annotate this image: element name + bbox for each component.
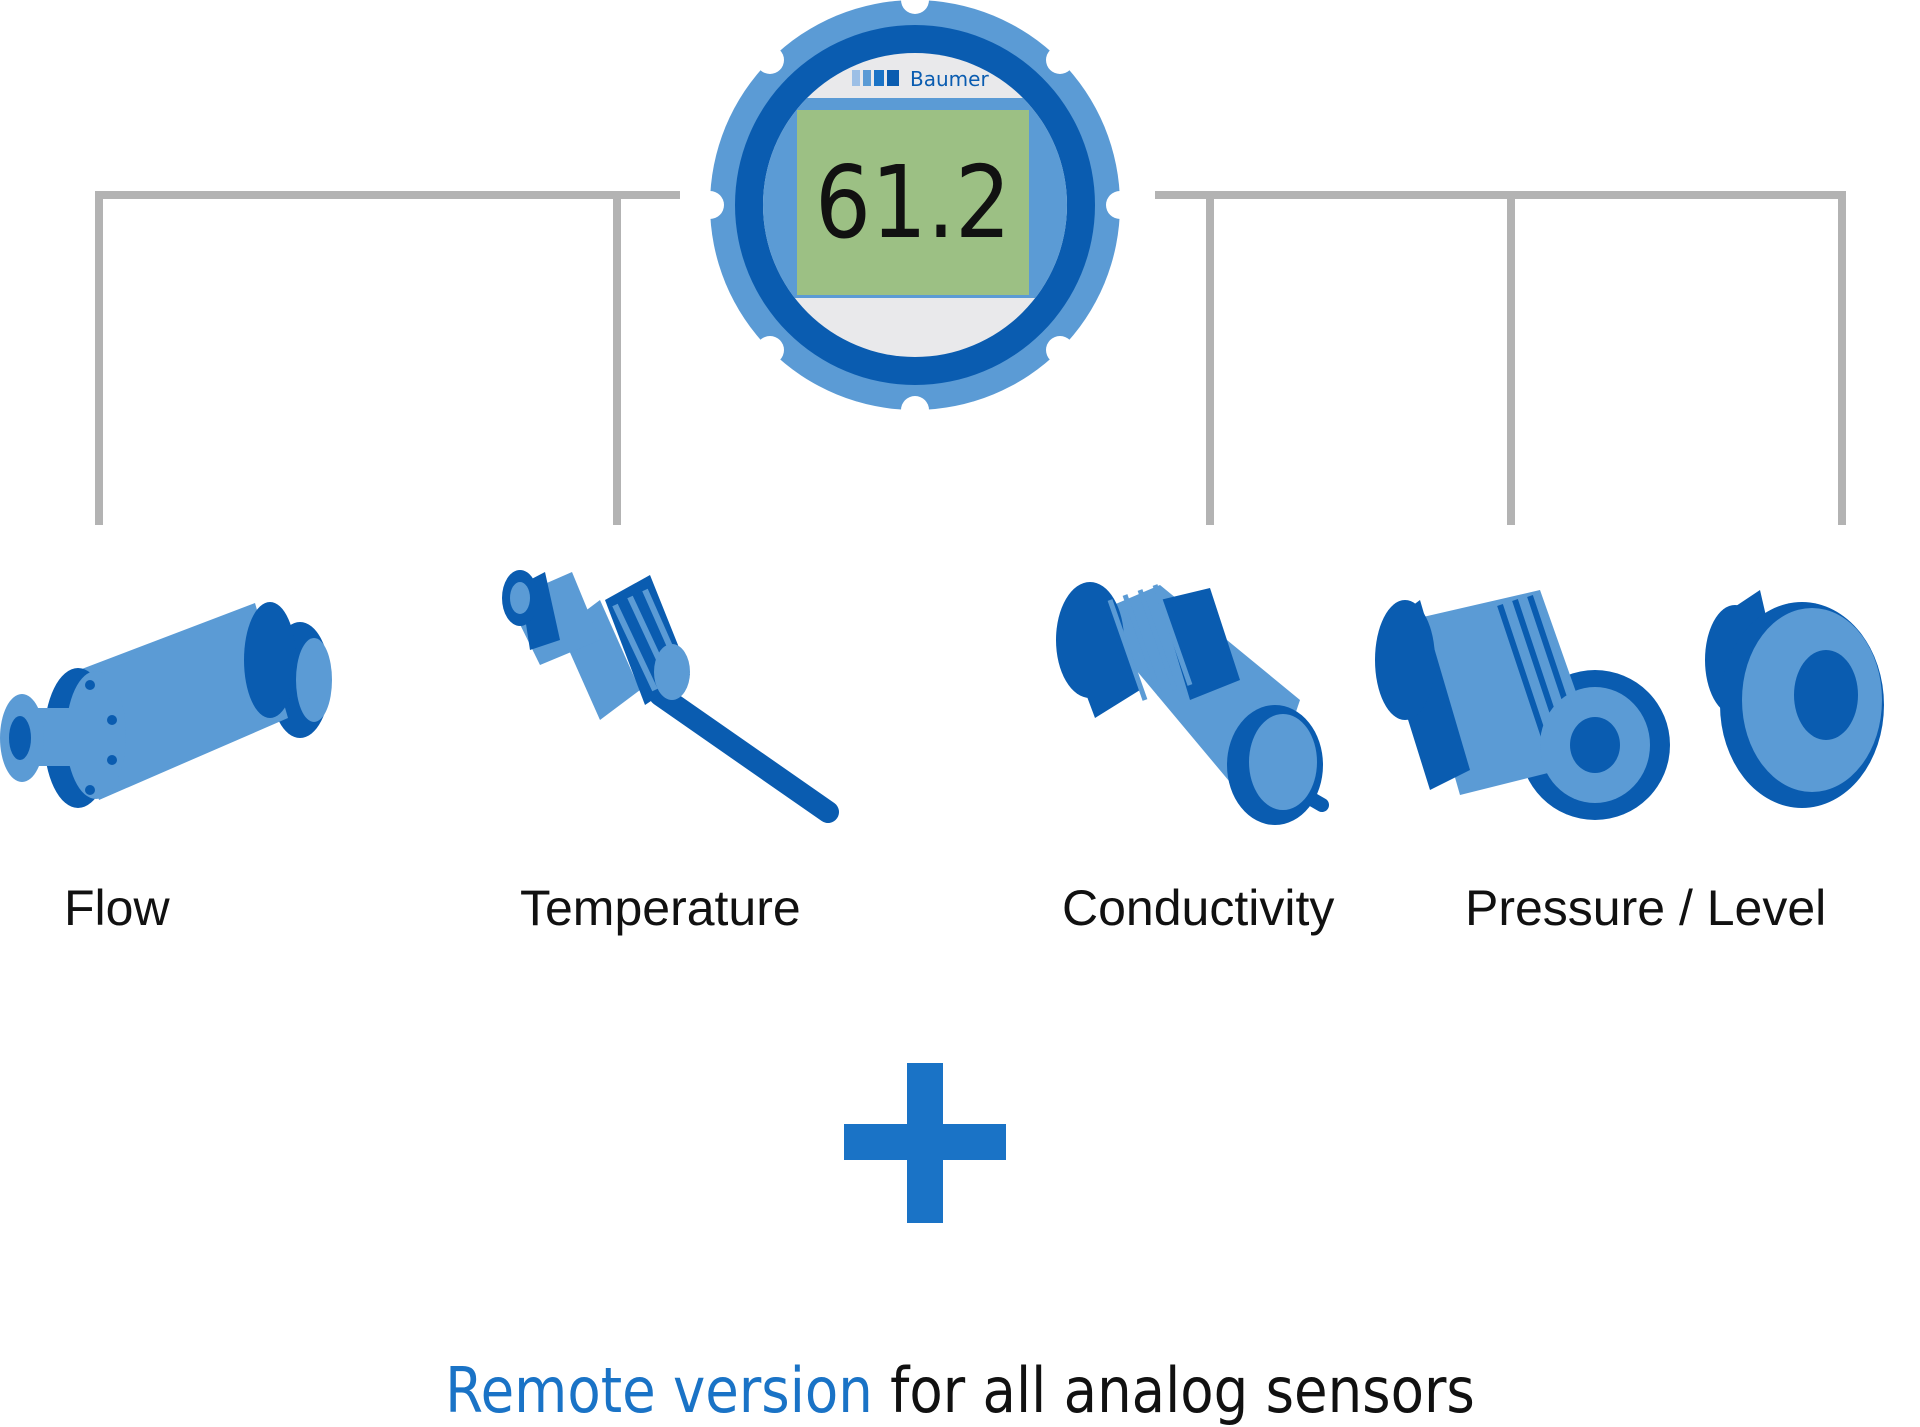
temperature-sensor-icon [502, 570, 839, 823]
sensor-label-conductivity: Conductivity [1062, 880, 1335, 936]
sensor-label-pressure-level: Pressure / Level [1465, 880, 1827, 936]
ring-notches [696, 0, 1134, 424]
caption-highlight: Remote version [445, 1354, 873, 1427]
display-reading: 61.2 [815, 146, 1011, 262]
brand-name: Baumer [910, 67, 989, 91]
pressure-sensor-icon [1375, 590, 1670, 820]
caption: Remote version for all analog sensors [115, 1360, 1805, 1422]
connector-lines [95, 191, 1846, 525]
conductivity-sensor-icon [1056, 582, 1329, 825]
left-connector [95, 191, 680, 525]
right-connector [1155, 191, 1846, 525]
sensor-label-flow: Flow [64, 880, 170, 936]
lcd-screen [797, 110, 1029, 295]
brand-logo-icon [852, 70, 899, 86]
level-sensor-icon [1705, 590, 1884, 808]
sensor-label-temperature: Temperature [520, 880, 801, 936]
plus-icon [844, 1063, 1006, 1223]
caption-rest: for all analog sensors [872, 1354, 1475, 1427]
flow-sensor-icon [0, 602, 332, 808]
display-unit: Baumer 61.2 [696, 0, 1134, 424]
